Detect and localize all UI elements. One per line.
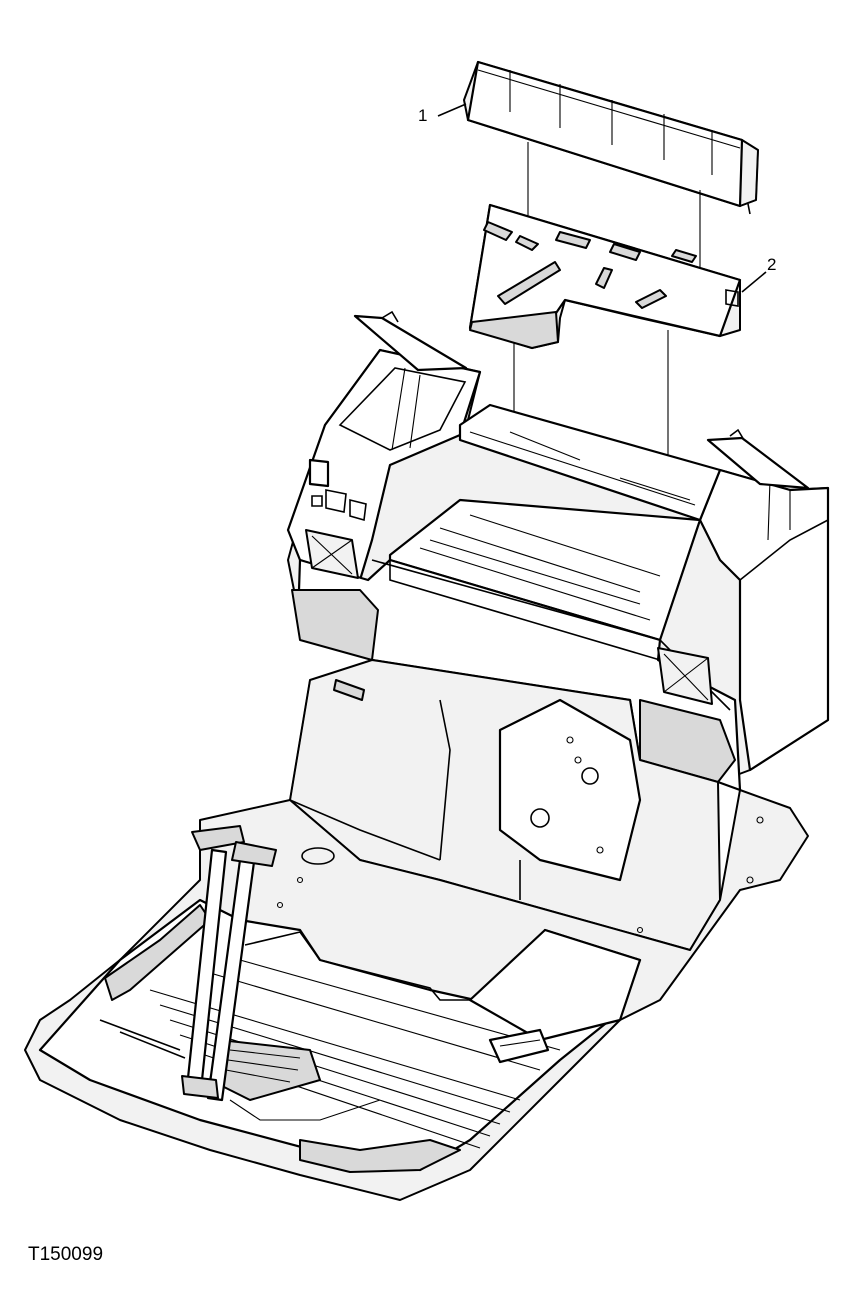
callout-2: 2 [767, 255, 777, 274]
bracket-part-2 [468, 203, 742, 350]
callout-1: 1 [418, 106, 428, 125]
control-levers [99, 825, 381, 1121]
callout-leaders [437, 103, 767, 293]
seat-cushion-part-1 [463, 60, 759, 215]
figure-id-label: T150099 [28, 1244, 104, 1265]
mounting-pedestal [289, 659, 721, 951]
seat-console-base [286, 310, 830, 792]
